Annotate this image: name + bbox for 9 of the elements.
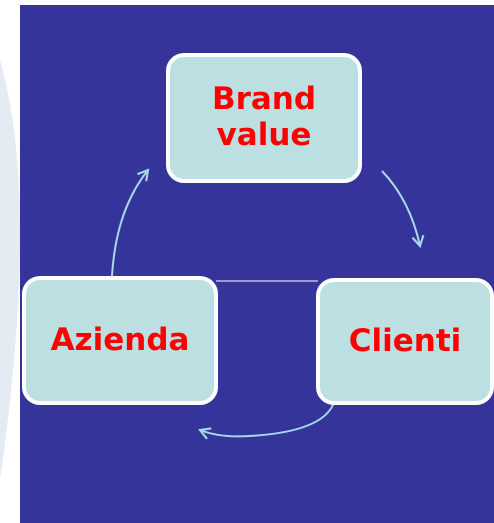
node-label: Azienda: [50, 322, 190, 358]
curved-arrow: [111, 168, 150, 276]
process-box: [22, 276, 218, 405]
process-box: [316, 278, 494, 405]
curved-arrow: [381, 170, 424, 248]
process-box: [166, 53, 362, 183]
node-label: Brand value: [210, 82, 318, 154]
node-label: Clienti: [348, 324, 462, 360]
curved-arrow: [198, 404, 334, 440]
